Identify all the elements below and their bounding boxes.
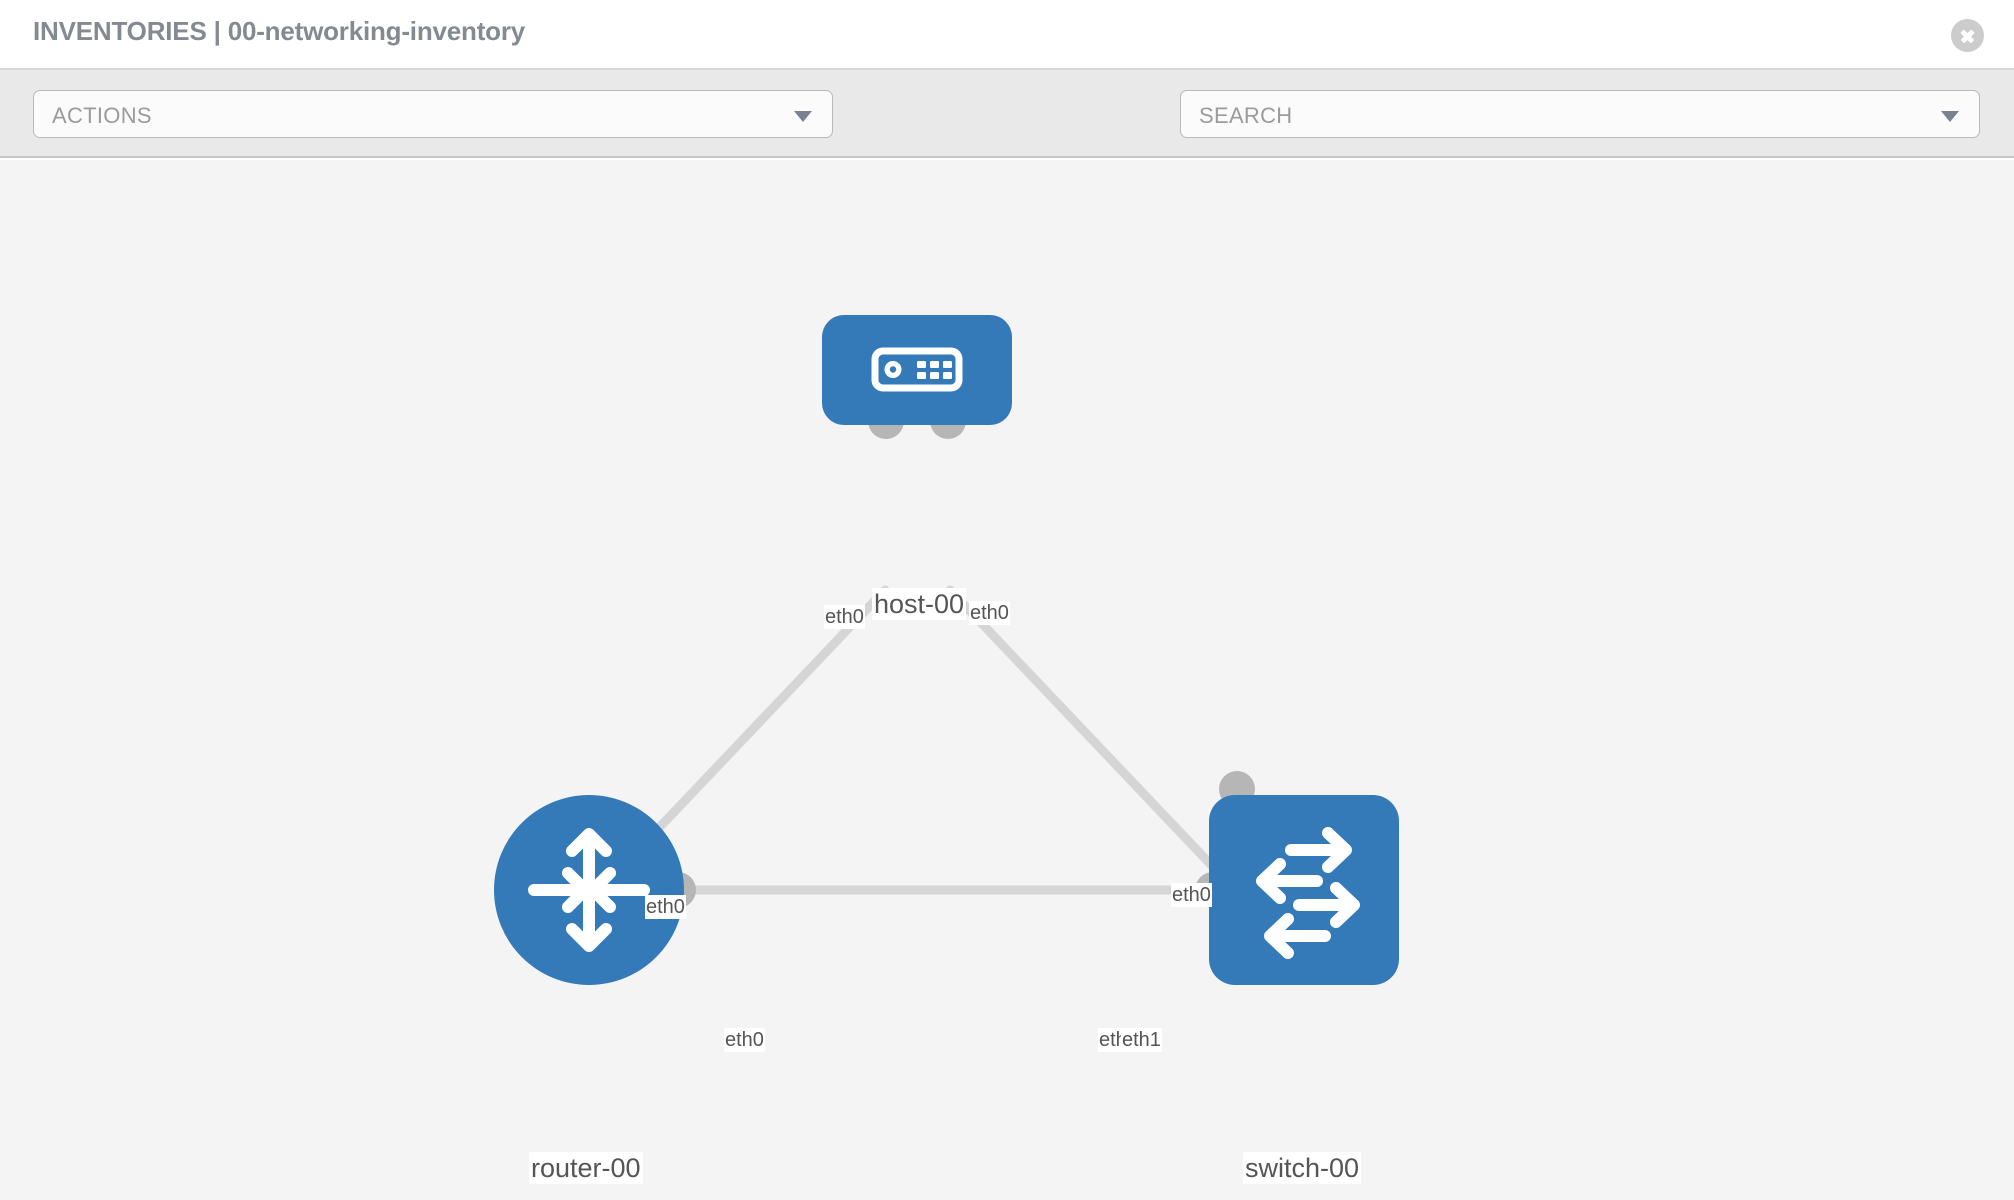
server-appliance-icon <box>871 347 963 392</box>
iface-label-router-up: eth0 <box>645 895 686 919</box>
node-host-00[interactable] <box>822 315 1012 439</box>
actions-dropdown-label: ACTIONS <box>52 103 152 128</box>
chevron-down-icon <box>1941 111 1959 122</box>
node-label-switch-00: switch-00 <box>1243 1152 1362 1184</box>
iface-label-host-left: eth0 <box>824 605 865 629</box>
iface-label-router-right: eth0 <box>724 1028 765 1052</box>
host-node-shape <box>822 315 1012 425</box>
page-title: INVENTORIES | 00-networking-inventory <box>33 16 526 46</box>
toolbar: ACTIONS SEARCH <box>0 70 2014 200</box>
close-circle-icon[interactable] <box>1951 19 1984 52</box>
node-label-host-00: host-00 <box>872 588 967 620</box>
router-node-shape <box>494 795 684 985</box>
page-header: INVENTORIES | 00-networking-inventory <box>0 0 2014 70</box>
chevron-down-icon <box>794 111 812 122</box>
switch-bidirectional-arrows-icon <box>1256 827 1360 959</box>
router-four-arrows-icon <box>528 828 650 952</box>
node-label-router-00: router-00 <box>529 1152 643 1184</box>
node-switch-00[interactable] <box>1195 771 1399 985</box>
actions-dropdown[interactable]: ACTIONS <box>33 90 833 138</box>
iface-label-switch-up: eth0 <box>1171 883 1212 907</box>
close-x-glyph <box>1951 19 1984 52</box>
topology-canvas[interactable]: host-00 eth0 eth0 <box>0 160 2014 1200</box>
link-host-switch <box>945 585 1240 895</box>
iface-label-switch-left: eth1 <box>1121 1028 1162 1052</box>
node-router-00[interactable] <box>494 795 696 985</box>
search-input[interactable]: SEARCH <box>1180 90 1980 138</box>
iface-label-host-right: eth0 <box>969 601 1010 625</box>
search-placeholder: SEARCH <box>1199 103 1293 128</box>
switch-node-shape <box>1209 795 1399 985</box>
